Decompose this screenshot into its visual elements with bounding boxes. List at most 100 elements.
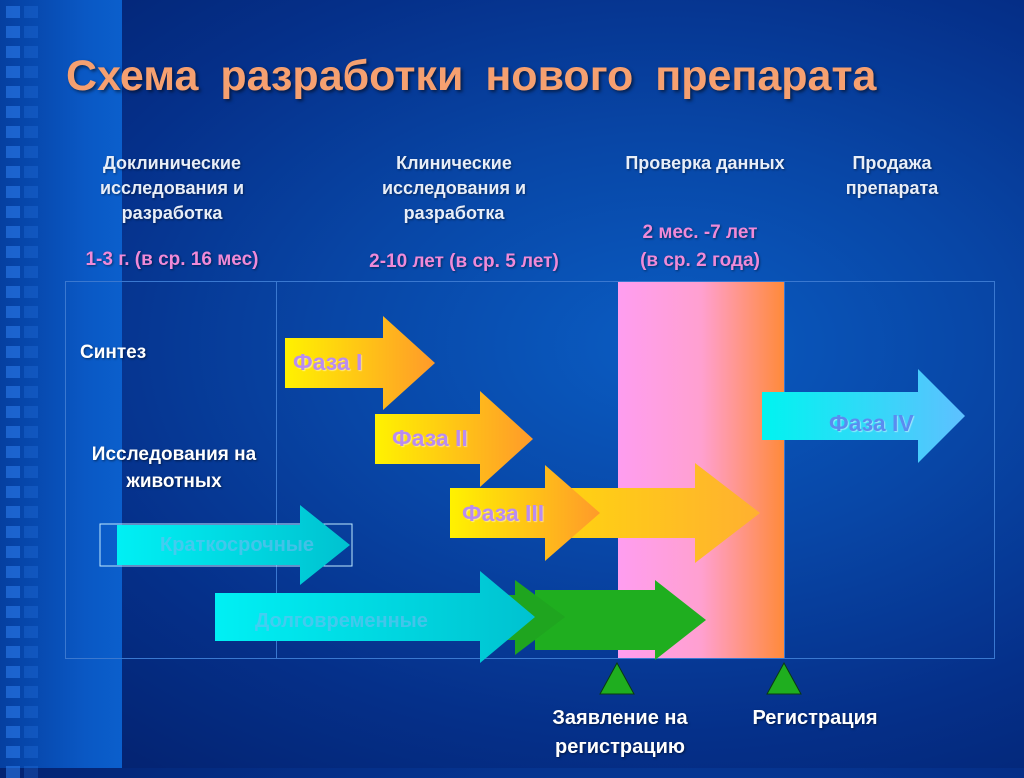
decor-square [24,586,38,598]
decor-square [6,246,20,258]
decor-square [6,266,20,278]
decor-square [6,66,20,78]
decor-square [6,586,20,598]
decor-square [6,86,20,98]
decor-square [24,546,38,558]
grid-divider-1 [276,281,277,659]
decor-square [6,126,20,138]
decor-square [6,686,20,698]
decor-square [6,446,20,458]
decor-square [24,386,38,398]
page-title: Схема разработки нового препарата [66,52,877,100]
decor-square [24,666,38,678]
decor-square [6,666,20,678]
stage-review-duration-line1: 2 мес. -7 лет [642,222,758,243]
long-term-label: Долговременные [255,610,428,632]
decor-square [6,606,20,618]
decor-square [24,206,38,218]
decor-square [6,226,20,238]
decor-square [24,306,38,318]
decor-square [24,486,38,498]
decor-square [24,526,38,538]
decor-square [24,646,38,658]
left-decor-band [0,0,122,768]
decor-square [24,226,38,238]
decor-square [6,6,20,18]
phase1-arrow [285,316,435,410]
decor-square [24,246,38,258]
long-term-arrow [215,571,535,663]
decor-square [6,186,20,198]
decor-square [24,6,38,18]
decor-square [24,46,38,58]
synthesis-label: Синтез [80,342,147,363]
stage-clinical-duration: 2-10 лет (в ср. 5 лет) [369,251,559,272]
decor-square [6,326,20,338]
application-label: Заявление на регистрацию [552,707,688,758]
decor-square [6,406,20,418]
decor-square [6,646,20,658]
phase3-label: Фаза III [462,500,545,526]
decor-square [24,286,38,298]
stage-preclinical-duration: 1-3 г. (в ср. 16 мес) [85,249,259,270]
decor-square [6,166,20,178]
stage-market-label: Продажа препарата [845,153,939,199]
decor-square [6,746,20,758]
decor-square [6,486,20,498]
decor-square [24,346,38,358]
decor-square [24,506,38,518]
short-term-label: Краткосрочные [160,534,314,556]
decor-square [6,306,20,318]
stage-clinical-label: Клинические исследования и разработка [381,153,527,224]
decor-square [6,286,20,298]
phase4-arrow [762,369,965,463]
decor-square [24,406,38,418]
decor-square [24,626,38,638]
left-decor-squares [6,0,38,778]
phase4-label: Фаза IV [829,410,914,436]
stage-review-duration-line2: (в ср. 2 года) [640,249,760,271]
short-term-frame [99,523,353,567]
decor-square [6,466,20,478]
decor-square [24,426,38,438]
decor-square [6,626,20,638]
decor-square [24,726,38,738]
short-term-arrow [117,505,350,585]
decor-square [6,426,20,438]
decor-square [24,326,38,338]
decor-square [6,386,20,398]
decor-square [24,366,38,378]
green-arrow-2 [535,580,706,660]
animal-studies-label: Исследования на животных [91,444,257,492]
application-marker-icon [599,661,635,695]
decor-square [6,546,20,558]
phase2-arrow [375,391,533,487]
decor-square [24,606,38,618]
decor-square [24,566,38,578]
decor-square [6,46,20,58]
decor-square [6,146,20,158]
stage-review-duration: 2 мес. -7 лет (в ср. 2 года) [600,219,800,274]
decor-square [24,106,38,118]
decor-square [24,146,38,158]
stage-review-label: Проверка данных [625,153,785,173]
decor-square [6,366,20,378]
decor-square [6,346,20,358]
phase3-arrow [450,465,600,561]
stage-preclinical-label: Доклинические исследования и разработка [99,153,245,224]
decor-square [6,106,20,118]
decor-square [6,526,20,538]
registration-label: Регистрация [752,707,878,729]
decor-square [6,506,20,518]
phase1-label: Фаза I [293,349,363,375]
decor-square [6,206,20,218]
decor-square [24,186,38,198]
decor-square [24,446,38,458]
decor-square [24,166,38,178]
decor-square [6,706,20,718]
phase2-label: Фаза II [392,425,468,451]
timeline-grid [65,281,995,659]
decor-square [24,466,38,478]
grid-divider-2 [784,281,785,659]
